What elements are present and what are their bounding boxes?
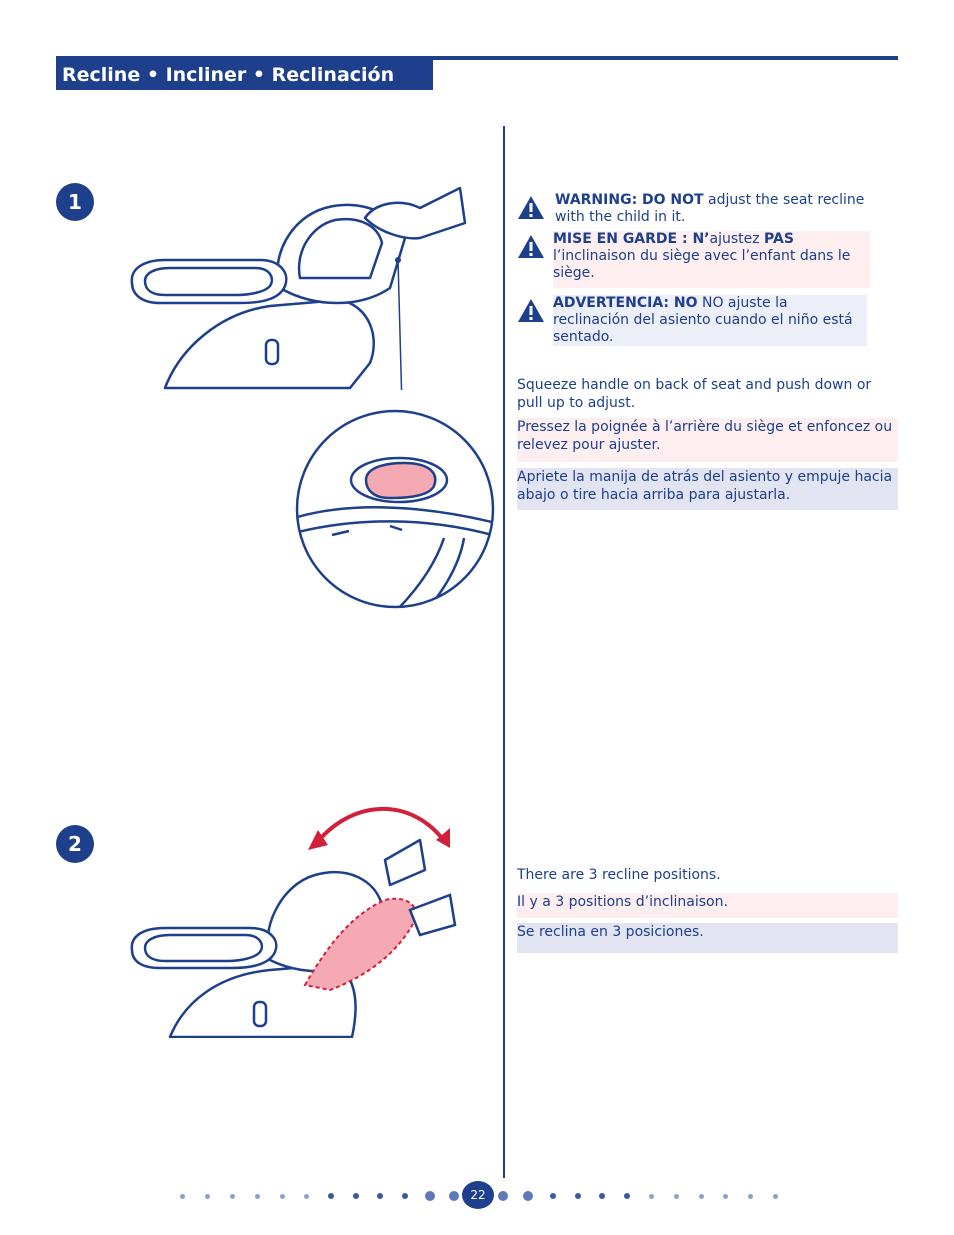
warning-english: WARNING: DO NOT adjust the seat recline … [517,192,877,228]
instruction-1-french: Pressez la poignée à l’arrière du siège … [517,418,898,462]
footer-dot [328,1193,334,1199]
warning-spanish: ADVERTENCIA: NO NO ajuste la reclinación… [518,295,867,346]
footer-dot [772,1193,778,1199]
footer-dot [575,1193,581,1199]
footer-dot [599,1193,605,1199]
instruction-2-french: Il y a 3 positions d’inclinaison. [517,893,898,918]
page-title: Recline • Incliner • Reclinación [56,60,433,90]
warning-fr-mid: ajustez [709,231,765,247]
footer-dot [624,1193,630,1199]
footer-dot [747,1193,753,1199]
warning-en-text: adjust the seat recline with the child i… [555,192,865,225]
footer-dot [254,1193,260,1199]
warning-es-bold: ADVERTENCIA: NO [553,295,698,311]
handle-detail-zoom [295,409,495,609]
footer-dot [303,1193,309,1199]
footer-dot [229,1193,235,1199]
column-divider [503,126,505,1178]
footer-dot [648,1193,654,1199]
page-number: 22 [462,1181,494,1209]
warning-triangle-icon [518,196,544,219]
footer-dot [402,1193,408,1199]
footer-dot-row [170,1183,790,1209]
footer-dot [550,1193,556,1199]
instruction-1-english: Squeeze handle on back of seat and push … [517,377,872,411]
warning-fr-bold-1: MISE EN GARDE : N’ [553,231,710,247]
step-2-badge: 2 [56,825,94,863]
footer-dot [498,1191,508,1201]
warning-triangle-icon [518,235,544,258]
step-1-badge: 1 [56,183,94,221]
highchair-recline-illustration-1 [130,186,467,390]
footer-dot [377,1193,383,1199]
highchair-recline-illustration-2 [130,807,457,1038]
warning-triangle-icon [518,299,544,322]
footer-dot [523,1191,533,1201]
instruction-2-spanish: Se reclina en 3 posiciones. [517,923,898,953]
footer-dot [673,1193,679,1199]
footer-dot [353,1193,359,1199]
warning-en-bold: WARNING: DO NOT [555,192,704,208]
footer-dot [449,1191,459,1201]
warning-fr-text: l’inclinaison du siège avec l’enfant dan… [553,248,851,281]
warning-french: MISE EN GARDE : N’ajustez PAS l’inclinai… [518,231,870,288]
footer-dot [425,1191,435,1201]
footer-dot [722,1193,728,1199]
footer-dot [279,1193,285,1199]
warning-fr-bold-2: PAS [764,231,794,247]
instruction-1-spanish: Apriete la manija de atrás del asiento y… [517,468,898,510]
footer-dot [698,1193,704,1199]
footer-dot [204,1193,210,1199]
footer-dot [179,1193,185,1199]
header-rule [56,56,898,60]
warning-es-text: NO ajuste la reclinación del asiento cua… [553,295,853,345]
instruction-2-english: There are 3 recline positions. [517,867,721,883]
